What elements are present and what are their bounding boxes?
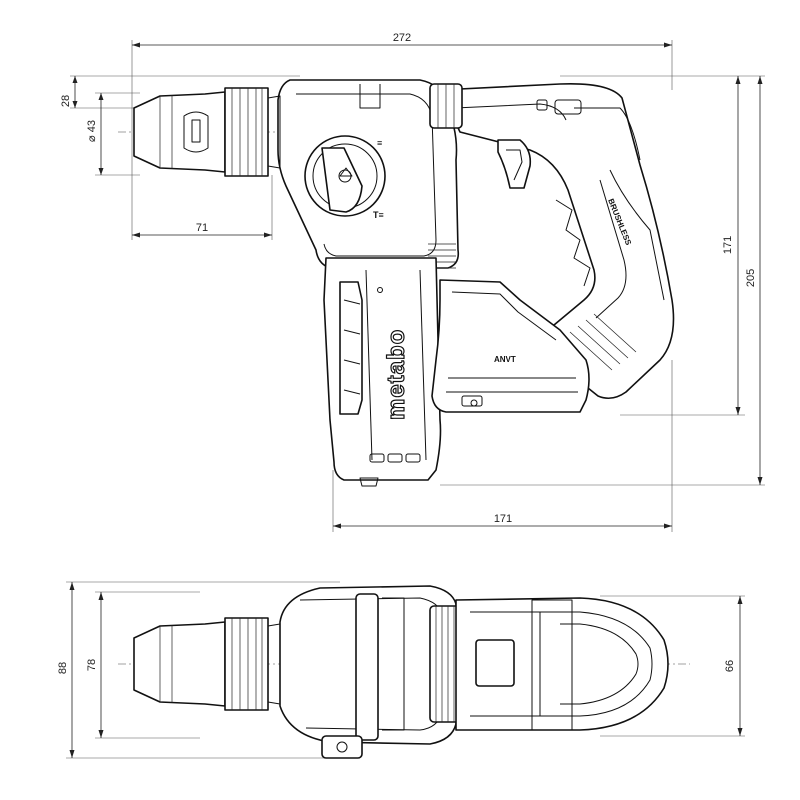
brand-logo: metabo xyxy=(383,329,410,420)
top-chuck xyxy=(133,617,281,711)
top-extension-lines xyxy=(66,581,745,759)
side-view: 272 28 ⌀ 43 71 171 xyxy=(60,32,765,532)
dim-28-label: 28 xyxy=(60,95,72,107)
grip-and-battery: metabo xyxy=(323,257,442,487)
rear-handle: BRUSHLESS xyxy=(439,82,675,400)
dim-top-width-body: 78 xyxy=(86,592,104,738)
mode-mark-top: ≡ xyxy=(377,138,382,148)
top-view: 88 78 66 xyxy=(57,581,745,759)
motor-body: ≡ T≡ xyxy=(277,79,463,269)
dim-body-height: 171 xyxy=(722,76,741,415)
dim-171-horizontal-label: 171 xyxy=(494,513,512,525)
chuck xyxy=(133,87,281,177)
dim-top-width-total: 88 xyxy=(57,582,75,758)
mode-mark-bottom: T≡ xyxy=(373,210,384,220)
dim-71-label: 71 xyxy=(196,222,208,234)
mode-selector-dial: ≡ T≡ xyxy=(304,135,386,220)
dim-chuck-diameter: ⌀ 43 xyxy=(86,93,104,175)
top-body xyxy=(279,585,461,759)
dim-272-label: 272 xyxy=(393,32,411,44)
dim-chuck-length: 71 xyxy=(132,222,272,238)
dim-66-label: 66 xyxy=(724,660,736,672)
dim-88-label: 88 xyxy=(57,662,69,674)
dim-top-width-handle: 66 xyxy=(724,596,743,736)
top-handle xyxy=(455,597,669,731)
top-switch-lock xyxy=(475,639,515,687)
anvt-label: ANVT xyxy=(494,355,516,364)
ribbed-collar xyxy=(429,83,463,129)
side-extension-lines xyxy=(70,40,765,532)
dim-78-label: 78 xyxy=(86,659,98,671)
dim-base-length: 171 xyxy=(333,513,672,529)
dim-chuck-height: 28 xyxy=(60,76,78,108)
dim-total-height: 205 xyxy=(745,76,763,485)
dim-43-label: ⌀ 43 xyxy=(86,120,98,142)
battery-pack: ANVT xyxy=(431,279,590,413)
dim-205-label: 205 xyxy=(745,269,757,287)
dim-overall-length: 272 xyxy=(132,32,672,48)
dim-171-vertical-label: 171 xyxy=(722,236,734,254)
